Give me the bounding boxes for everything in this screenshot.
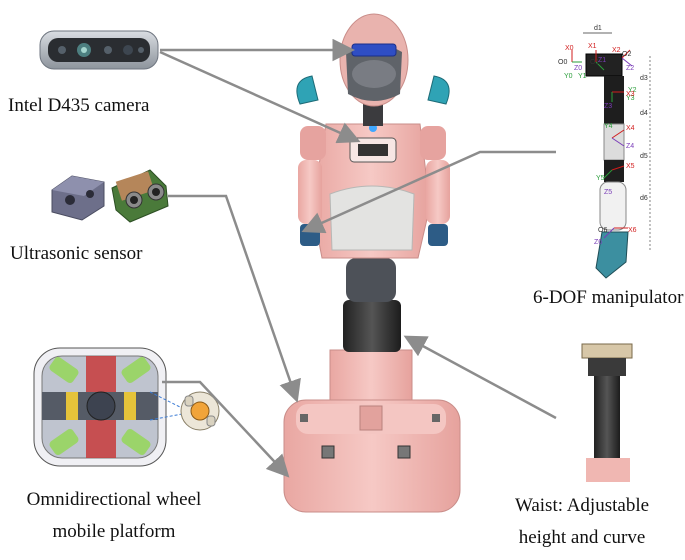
dim-label-d6: d6 (640, 195, 648, 202)
axis-label-x5: X5 (626, 163, 635, 170)
dim-label-d3: d3 (640, 75, 648, 82)
ultrasonic-sensor-image (51, 169, 169, 223)
arrow-platform-to-base (162, 380, 290, 478)
label-6dof-manipulator: 6-DOF manipulator (533, 287, 684, 308)
axis-label-o6: O6 (598, 227, 607, 234)
label-waist-line1: Waist: Adjustable (514, 495, 650, 516)
waist-detail-image (581, 343, 633, 482)
axis-label-z4: Z4 (626, 143, 634, 150)
axis-label-y4: Y4 (604, 123, 613, 130)
axis-label-z5: Z5 (604, 189, 612, 196)
axis-label-y0: Y0 (564, 73, 573, 80)
axis-label-y1: Y1 (578, 73, 587, 80)
arrow-waist-to-column (403, 335, 557, 420)
axis-label-y2: Y2 (628, 87, 637, 94)
callout-arrows (159, 38, 557, 478)
manipulator-kinematic-image: d1 d3 d4 d5 d6 X0 O0 Z0 Y0 X1 Y1 O1 Z1 X… (558, 25, 651, 279)
label-ultrasonic-sensor: Ultrasonic sensor (10, 243, 143, 264)
axis-label-z0: Z0 (574, 65, 582, 72)
arrow-ultrasonic-to-base (168, 194, 301, 403)
axis-label-x1: X1 (588, 43, 597, 50)
dim-label-d1: d1 (594, 25, 602, 32)
omnidirectional-platform-image (33, 347, 220, 467)
axis-label-x2: X2 (612, 47, 621, 54)
axis-label-z1: Z1 (598, 57, 606, 64)
label-platform-line2: mobile platform (52, 521, 176, 542)
axis-label-x4: X4 (626, 125, 635, 132)
axis-label-x6: X6 (628, 227, 637, 234)
axis-label-z2: Z2 (626, 65, 634, 72)
axis-label-y5: Y5 (596, 175, 605, 182)
axis-label-o0: O0 (558, 59, 567, 66)
label-intel-d435-camera: Intel D435 camera (8, 95, 150, 116)
intel-d435-camera-image (39, 30, 159, 70)
axis-label-z6: Z6 (594, 239, 602, 246)
dim-label-d5: d5 (640, 153, 648, 160)
axis-label-y3: Y3 (626, 95, 635, 102)
axis-label-x0: X0 (565, 45, 574, 52)
arrow-camera-to-chest (159, 50, 361, 144)
axis-label-o1: O1 (590, 59, 599, 66)
dim-label-d4: d4 (640, 110, 648, 117)
axis-label-z3: Z3 (604, 103, 612, 110)
label-waist-line2: height and curve (518, 527, 646, 548)
label-platform-line1: Omnidirectional wheel (26, 489, 202, 510)
arrow-manipulator-to-arm (301, 150, 556, 234)
axis-label-o2: O2 (622, 51, 631, 58)
robot-image (283, 13, 461, 513)
axis-label-x3: X3 (626, 91, 635, 98)
